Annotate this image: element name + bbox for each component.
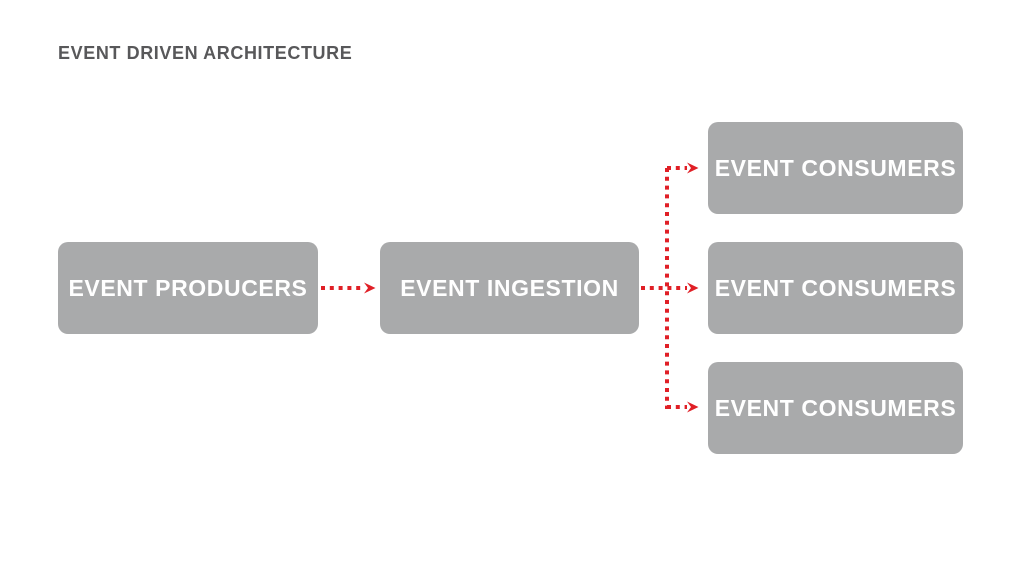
arrowhead-trunk-to-consumer-bottom	[687, 401, 699, 413]
diagram-title: EVENT DRIVEN ARCHITECTURE	[58, 43, 353, 63]
node-event-producers-label: EVENT PRODUCERS	[68, 274, 308, 301]
node-event-consumers-middle-label: EVENT CONSUMERS	[714, 274, 957, 301]
arrowhead-trunk-to-consumer-top	[687, 162, 699, 174]
node-event-consumers-top-label: EVENT CONSUMERS	[714, 154, 957, 181]
node-event-consumers-bottom: EVENT CONSUMERS	[708, 362, 963, 454]
node-event-ingestion: EVENT INGESTION	[380, 242, 639, 334]
node-event-consumers-top: EVENT CONSUMERS	[708, 122, 963, 214]
node-event-producers: EVENT PRODUCERS	[58, 242, 318, 334]
node-event-ingestion-label: EVENT INGESTION	[400, 274, 619, 301]
node-event-consumers-middle: EVENT CONSUMERS	[708, 242, 963, 334]
node-event-consumers-bottom-label: EVENT CONSUMERS	[714, 394, 957, 421]
arrowhead-producers-to-ingestion	[364, 282, 376, 294]
arrowhead-ingestion-to-consumer-middle	[687, 282, 699, 294]
